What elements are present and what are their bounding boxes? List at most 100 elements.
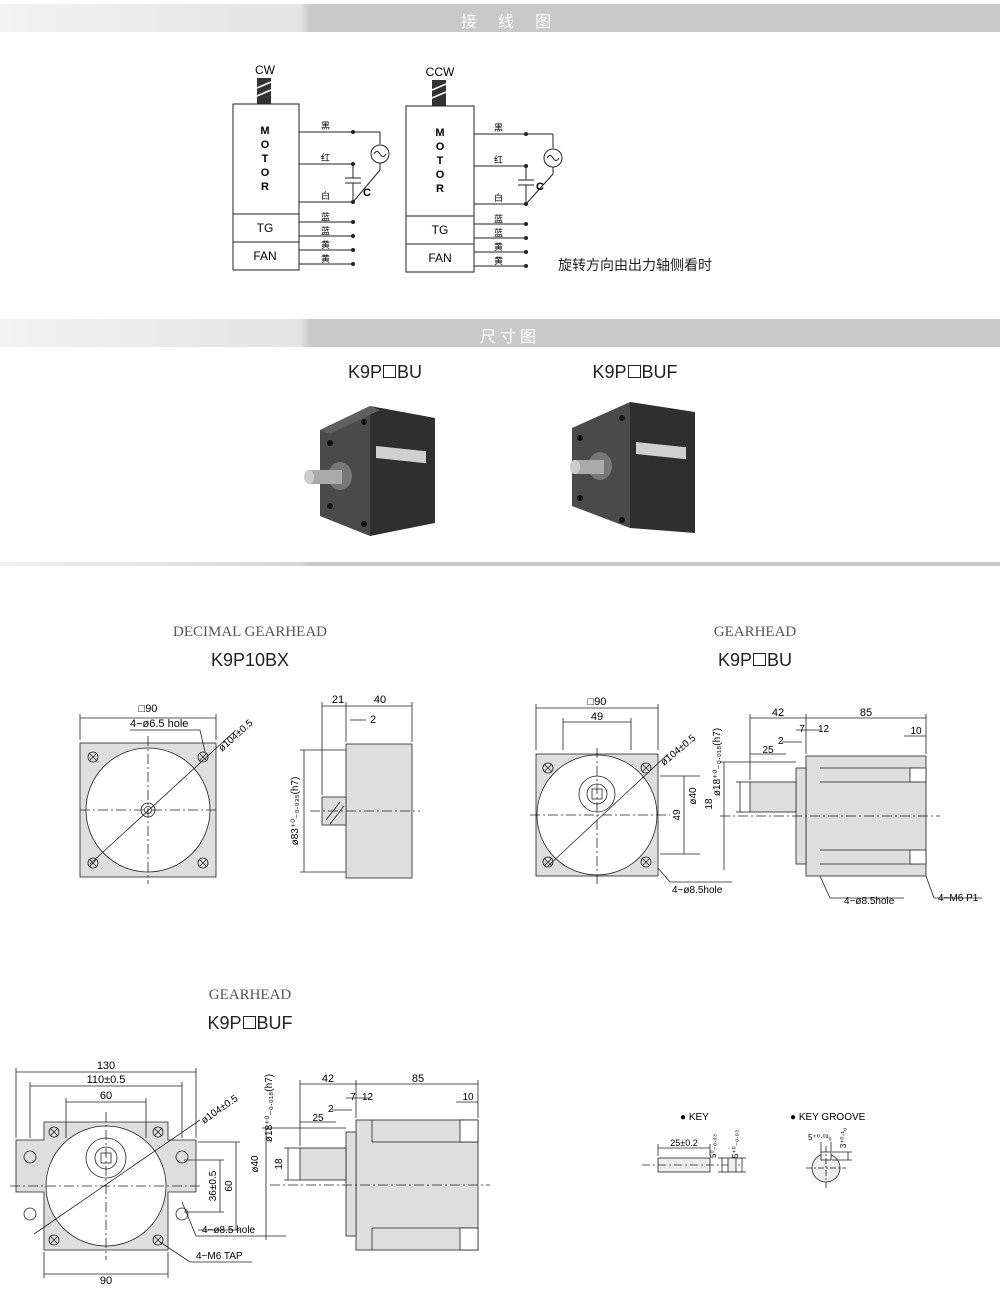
dim-hole: 4−ø8.5 hole xyxy=(202,1225,256,1236)
dim-60: 60 xyxy=(100,1090,112,1102)
direction-label: CCW xyxy=(426,65,455,79)
dim-d40: ø40 xyxy=(250,1155,261,1173)
motor-box xyxy=(405,105,475,217)
dim-tap: 4−M6 TAP xyxy=(196,1251,243,1262)
direction-label: CW xyxy=(255,63,276,77)
square-symbol xyxy=(627,365,641,378)
motor-letter: O xyxy=(261,139,270,151)
decimal-gearhead-drawing: □90 4−ø6.5 hole ø104±0.5 21 40 2 ø83⁺⁰₋₀… xyxy=(79,694,420,884)
dim-10: 10 xyxy=(910,726,922,737)
key-height: 5⁺⁰₋₀.₀₃ xyxy=(731,1130,740,1158)
dim-hole: 4−ø6.5 hole xyxy=(130,718,188,730)
drawing-model: K9P BU xyxy=(690,650,820,671)
model-suffix: BU xyxy=(767,650,793,670)
tg-label: TG xyxy=(257,221,274,235)
key-length: 25±0.2 xyxy=(670,1138,697,1148)
wire-color: 黑 xyxy=(494,123,503,133)
dim-18: 18 xyxy=(274,1158,285,1170)
dim-49-top: 49 xyxy=(591,711,603,723)
dim-25: 25 xyxy=(762,745,774,756)
wiring-diagram-cw: CW M O T O R TG FAN 黑 红 白 蓝 蓝 黄 黄 C xyxy=(232,63,390,271)
motor-letter: O xyxy=(436,169,445,181)
dim-2: 2 xyxy=(370,714,376,726)
dim-2: 2 xyxy=(778,736,784,747)
wire-color: 黄 xyxy=(494,255,503,266)
dim-7: 7 xyxy=(799,724,805,735)
dim-hole: 4−ø8.5hole xyxy=(672,885,723,896)
motor-letter: T xyxy=(262,153,269,165)
model-prefix: K9P xyxy=(717,650,752,670)
dim-pilot: ø83⁺⁰₋₀.₀₃₅(h7) xyxy=(290,777,301,846)
capacitor-label: C xyxy=(536,181,544,193)
dim-square: □90 xyxy=(588,696,607,708)
product-image-bu xyxy=(304,406,435,536)
dim-shaft: ø18⁺⁰₋₀.₀₁₈(h7) xyxy=(264,1074,275,1142)
dim-18: 18 xyxy=(704,798,715,810)
wire-color: 红 xyxy=(494,154,503,165)
dimension-section-title: 尺寸图 xyxy=(479,327,540,346)
motor-letter: R xyxy=(436,183,444,195)
dim-square: □90 xyxy=(139,703,158,715)
model-suffix: BUF xyxy=(641,362,678,382)
dim-42: 42 xyxy=(322,1073,334,1085)
wire-color: 白 xyxy=(494,192,503,203)
fan-box xyxy=(405,243,475,273)
dim-85: 85 xyxy=(860,707,872,719)
fan-label: FAN xyxy=(253,249,276,263)
shaft xyxy=(432,80,446,106)
wire-color: 白 xyxy=(321,190,330,201)
drawing-category: GEARHEAD xyxy=(208,987,292,1003)
key-groove-label: ● KEY GROOVE xyxy=(790,1112,866,1123)
wire-color: 红 xyxy=(321,152,330,163)
dim-85: 85 xyxy=(412,1073,424,1085)
key-width: 5⁰₋₀.₀₃ xyxy=(709,1134,718,1158)
dim-49-side: 49 xyxy=(672,809,683,821)
motor-letter: O xyxy=(261,167,270,179)
dim-tap: 4−M6 P1 xyxy=(938,893,979,904)
tg-box xyxy=(405,215,475,245)
dim-42: 42 xyxy=(772,707,784,719)
drawing-category: DECIMAL GEARHEAD xyxy=(172,624,327,640)
dim-12: 12 xyxy=(362,1092,374,1103)
dim-pcd: ø104±0.5 xyxy=(659,732,699,768)
wiring-section-title: 接 线 图 xyxy=(460,12,560,31)
wire-color: 蓝 xyxy=(321,225,330,236)
dim-36: 36±0.5 xyxy=(208,1170,219,1201)
tg-label: TG xyxy=(432,223,449,237)
key-groove-depth: 3⁺⁰·¹₀ xyxy=(839,1128,848,1149)
wire-color: 蓝 xyxy=(494,213,503,224)
dim-110: 110±0.5 xyxy=(87,1074,126,1086)
wiring-section-banner: 接 线 图 xyxy=(0,4,1000,32)
wire-color: 蓝 xyxy=(494,227,503,238)
drawing-model: K9P10BX xyxy=(210,650,290,670)
dimension-section-banner: 尺寸图 xyxy=(0,319,1000,347)
wire-color: 蓝 xyxy=(321,211,330,222)
motor-letter: R xyxy=(261,181,269,193)
key-groove-detail: ● KEY GROOVE 5⁺⁰·⁰³₀ 3⁺⁰·¹₀ xyxy=(790,1112,866,1190)
dim-90: 90 xyxy=(100,1275,112,1287)
wire-color: 黄 xyxy=(494,241,503,252)
wiring-diagram-ccw: CCW M O T O R TG FAN 黑 红 白 蓝 蓝 黄 黄 C xyxy=(405,65,563,273)
gearhead-bu-drawing: □90 49 ø104±0.5 49 4−ø8.5hole 42 85 7 12… xyxy=(530,696,982,907)
square-symbol xyxy=(383,365,396,378)
section-divider xyxy=(0,562,1000,566)
dim-pcd: ø104±0.5 xyxy=(199,1093,240,1126)
dim-shaft: ø18⁺⁰₋₀.₀₁₈(h7) xyxy=(712,728,723,796)
dim-2: 2 xyxy=(328,1104,334,1115)
motor-letter: T xyxy=(437,155,444,167)
model-suffix: BUF xyxy=(256,1013,293,1033)
fan-label: FAN xyxy=(428,251,451,265)
key-label: ● KEY xyxy=(680,1112,709,1123)
dim-hole-side: 4−ø8.5hole xyxy=(844,896,895,907)
tg-box xyxy=(232,213,300,243)
dim-40: 40 xyxy=(374,694,386,706)
dim-25: 25 xyxy=(312,1113,324,1124)
dim-7: 7 xyxy=(350,1092,356,1103)
wire-color: 黑 xyxy=(321,121,330,131)
wire-color: 黄 xyxy=(321,253,330,264)
dim-12: 12 xyxy=(818,724,830,735)
dim-d40: ø40 xyxy=(688,787,699,805)
